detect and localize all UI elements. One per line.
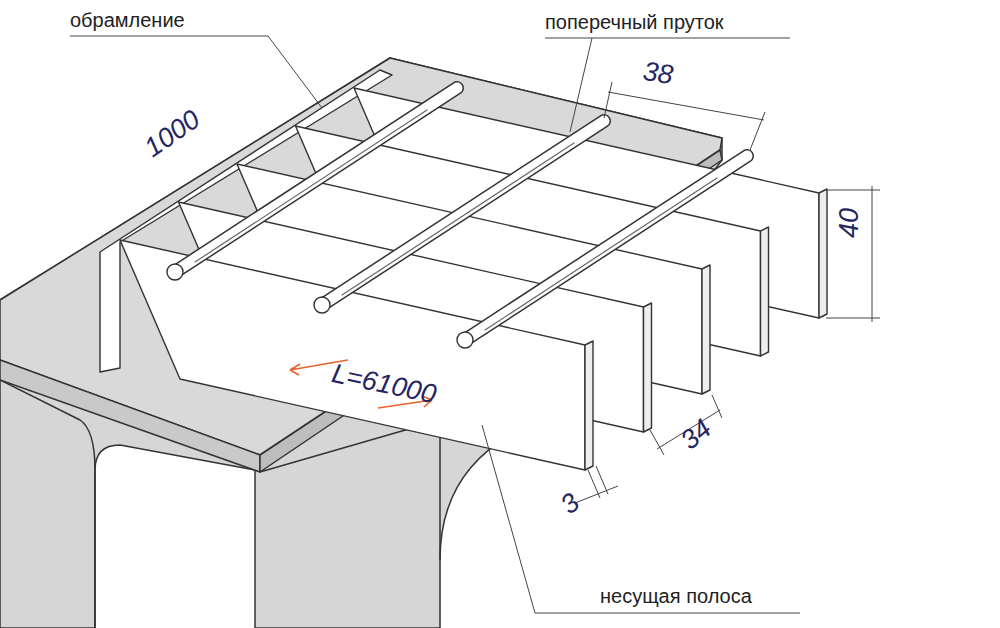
dimension: 3	[556, 489, 584, 520]
cross-rod-shade	[485, 178, 717, 330]
cross-rod-end	[457, 332, 473, 348]
bearing-bar-end	[761, 227, 769, 356]
bearing-bar-end	[819, 189, 827, 318]
grating	[100, 70, 827, 470]
cross-rod	[465, 156, 747, 340]
cross-rod-end	[167, 264, 183, 280]
dimension: 1000	[140, 106, 205, 163]
cross-rod-shade	[342, 143, 574, 295]
cross-rod-outline	[465, 156, 747, 340]
dimension: 40	[836, 208, 863, 238]
part-name: поперечный пруток	[545, 12, 724, 32]
bearing-bar-end	[702, 265, 710, 394]
part-name: обрамление	[70, 10, 185, 30]
bearing-bar	[120, 240, 585, 470]
cross-rod-end	[314, 297, 330, 313]
leader-lines	[70, 36, 800, 613]
dimension-lines	[575, 82, 880, 503]
dimension: 38	[641, 58, 675, 89]
bearing-bar-end	[585, 341, 593, 470]
cross-rod-shade	[195, 110, 427, 262]
bearing-bar-end	[644, 303, 652, 432]
dimension: 34	[676, 415, 716, 455]
part-name: несущая полоса	[600, 586, 752, 606]
support-beam	[0, 58, 722, 628]
